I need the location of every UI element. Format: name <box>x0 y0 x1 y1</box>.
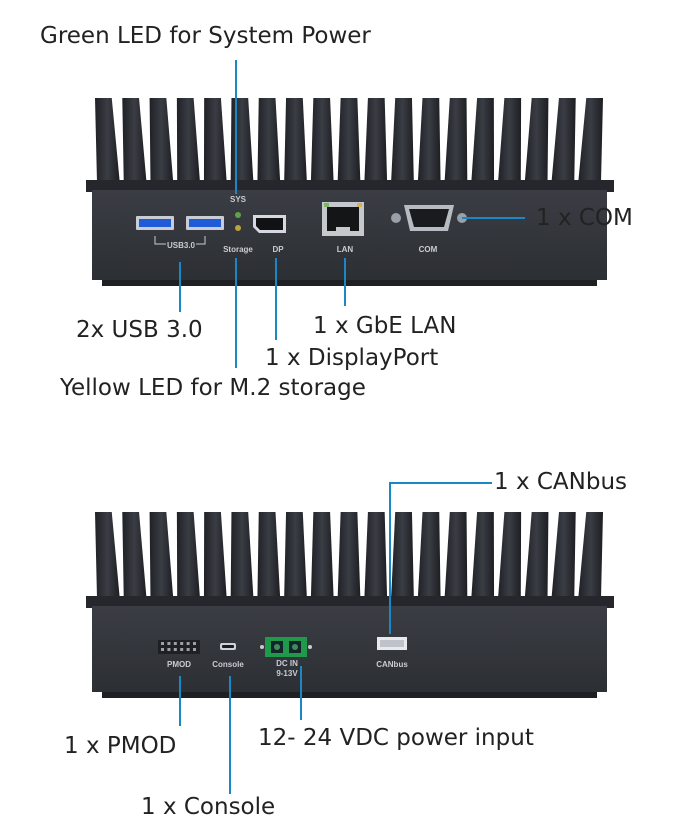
pmod-pin <box>173 642 177 645</box>
heatsink-fin <box>444 512 468 598</box>
dcin-panel-label-line1: DC IN <box>276 659 298 668</box>
usb-port-1 <box>136 216 174 230</box>
heatsink-fin <box>551 98 576 182</box>
storage-panel-label: Storage <box>223 245 253 254</box>
leader-canbus <box>389 482 492 634</box>
heatsink-fin <box>337 98 361 182</box>
callout-sys-led: Green LED for System Power <box>40 23 371 49</box>
canbus-connector <box>377 637 407 650</box>
heatsink-fin <box>578 98 603 182</box>
callout-pmod: 1 x PMOD <box>64 733 177 759</box>
displayport-port <box>253 215 286 233</box>
callout-lan: 1 x GbE LAN <box>313 313 457 339</box>
heatsink-fin <box>122 512 147 598</box>
heatsink-fin <box>176 98 200 182</box>
sys-panel-label: SYS <box>230 195 247 204</box>
pmod-pin <box>186 642 190 645</box>
heatsink-fin <box>471 512 495 598</box>
front-leader-lines <box>179 60 525 368</box>
front-unit: USB3.0 SYS Storage DP LAN COM <box>86 98 614 286</box>
heatsink-fin <box>417 98 441 182</box>
heatsink-fin <box>524 98 549 182</box>
heatsink-fin <box>176 512 200 598</box>
heatsink-fin <box>284 98 307 182</box>
heatsink-fin <box>149 512 174 598</box>
heatsink-fin <box>95 512 120 598</box>
callout-com: 1 x COM <box>536 205 633 231</box>
pmod-pin <box>180 648 184 651</box>
dcin-panel-label-line2: 9-13V <box>276 669 298 678</box>
pmod-pin <box>186 648 190 651</box>
heatsink-fin <box>203 98 227 182</box>
pmod-pin <box>173 648 177 651</box>
dp-panel-label: DP <box>272 245 284 254</box>
canbus-panel-label: CANbus <box>376 660 408 669</box>
heatsink-fin <box>230 512 254 598</box>
heatsink-fin <box>498 512 522 598</box>
heatsink-fin <box>578 512 603 598</box>
heatsink-fin <box>444 98 468 182</box>
heatsink-fin <box>310 512 334 598</box>
heatsink-fin <box>337 512 361 598</box>
callout-storage-led: Yellow LED for M.2 storage <box>60 375 366 401</box>
pmod-panel-label: PMOD <box>167 660 191 669</box>
heatsink-fin <box>471 98 495 182</box>
heatsink-fin <box>524 512 549 598</box>
dc-in-terminal-block <box>260 637 312 657</box>
pmod-pin <box>167 642 171 645</box>
callout-displayport: 1 x DisplayPort <box>265 345 439 371</box>
pmod-pin <box>193 642 196 645</box>
console-panel-label: Console <box>212 660 244 669</box>
callout-power: 12- 24 VDC power input <box>258 725 534 751</box>
front-top-lip <box>86 180 614 192</box>
pmod-pin <box>161 642 164 645</box>
heatsink-fin <box>95 98 120 182</box>
console-port <box>220 643 236 650</box>
heatsink-fin <box>203 512 227 598</box>
rear-base <box>102 692 597 698</box>
pmod-pin <box>180 642 184 645</box>
heatsink-fin <box>417 512 441 598</box>
callout-console: 1 x Console <box>141 794 276 820</box>
pmod-header <box>158 640 200 654</box>
com-port <box>391 205 467 231</box>
pmod-pin <box>161 648 164 651</box>
yellow-led-icon <box>235 225 241 231</box>
rear-top-lip <box>86 596 614 608</box>
callout-usb: 2x USB 3.0 <box>76 317 203 343</box>
heatsink-fin <box>284 512 307 598</box>
callout-canbus: 1 x CANbus <box>494 469 628 495</box>
lan-port <box>322 202 364 236</box>
heatsink-fin <box>498 98 522 182</box>
heatsink-fin <box>310 98 334 182</box>
pmod-pin <box>193 648 196 651</box>
green-led-icon <box>235 212 241 218</box>
heatsink-fin <box>364 512 388 598</box>
com-panel-label: COM <box>419 245 438 254</box>
heatsink-fin <box>551 512 576 598</box>
usb-panel-label: USB3.0 <box>167 241 196 250</box>
lan-panel-label: LAN <box>337 245 354 254</box>
rear-heatsink-fins <box>95 512 603 598</box>
heatsink-fin <box>257 512 281 598</box>
heatsink-fin <box>364 98 388 182</box>
heatsink-fin <box>149 98 174 182</box>
rear-unit: PMOD Console DC IN 9-13V CANbus <box>86 512 614 698</box>
heatsink-fin <box>230 98 254 182</box>
front-base <box>102 280 597 286</box>
heatsink-fin <box>391 98 414 182</box>
heatsink-fin <box>122 98 147 182</box>
usb-bracket <box>154 236 206 245</box>
heatsink-fin <box>257 98 281 182</box>
pmod-pin <box>167 648 171 651</box>
front-heatsink-fins <box>95 98 603 182</box>
heatsink-fin <box>391 512 414 598</box>
usb-port-2 <box>186 216 224 230</box>
rear-leader-lines <box>179 482 492 794</box>
